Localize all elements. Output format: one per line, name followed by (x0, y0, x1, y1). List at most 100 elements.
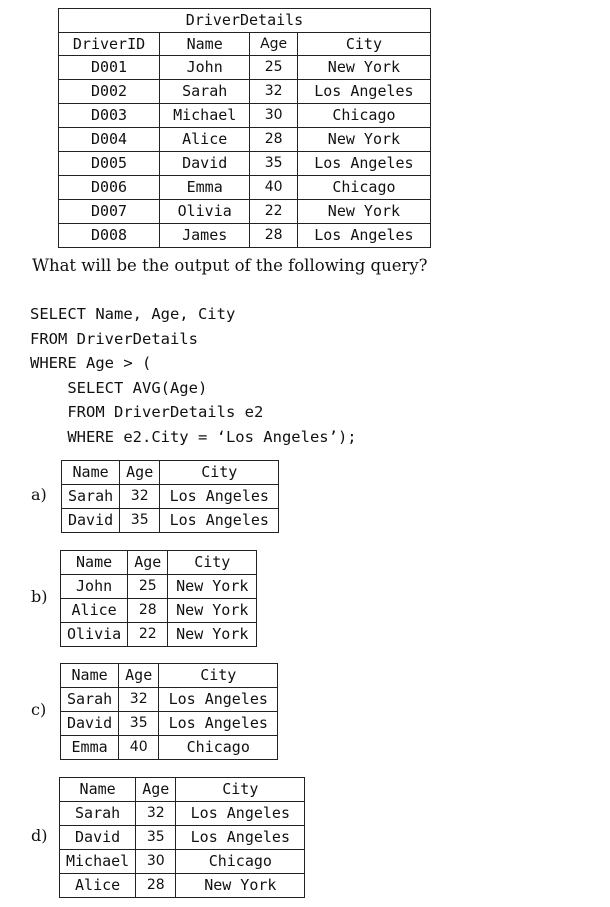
table-cell: New York (167, 574, 258, 599)
table-row: Alice 28 New York (58, 873, 306, 898)
table-header-row: Name Age City (59, 550, 258, 575)
table-cell: Chicago (158, 735, 279, 760)
option-d-table: Name Age City Sarah 32 Los Angeles David… (58, 777, 306, 898)
sql-line: FROM DriverDetails e2 (30, 403, 264, 421)
table-cell: David (58, 825, 137, 850)
table-cell: Olivia (59, 622, 129, 647)
table-cell: New York (296, 199, 432, 224)
table-cell: Los Angeles (159, 508, 280, 533)
table-cell: 40 (118, 735, 160, 760)
table-cell: David (60, 508, 121, 533)
table-cell: David (159, 151, 251, 176)
table-cell: 35 (118, 711, 160, 736)
table-cell: D005 (57, 151, 161, 176)
option-letter: a) (31, 485, 47, 504)
table-row: John 25 New York (59, 574, 258, 599)
sql-line: SELECT Name, Age, City (30, 305, 236, 323)
table-header-row: Name Age City (58, 777, 306, 802)
table-cell: D006 (57, 175, 161, 200)
sql-line: WHERE Age > ( (30, 354, 152, 372)
table-row: David 35 Los Angeles (60, 508, 280, 533)
table-cell: New York (167, 622, 258, 647)
table-row: D006 Emma 40 Chicago (57, 175, 432, 200)
table-row: Sarah 32 Los Angeles (60, 484, 280, 509)
table-cell: Los Angeles (175, 825, 306, 850)
table-cell: Los Angeles (296, 79, 432, 104)
table-cell: 40 (249, 175, 298, 200)
table-caption: DriverDetails (58, 8, 431, 33)
table-cell: Los Angeles (159, 484, 280, 509)
table-cell: Chicago (175, 849, 306, 874)
table-cell: Sarah (60, 484, 121, 509)
option-b-table: Name Age City John 25 New York Alice 28 … (59, 550, 258, 647)
option-c-table: Name Age City Sarah 32 Los Angeles David… (59, 663, 279, 760)
table-cell: Chicago (296, 175, 432, 200)
table-cell: Emma (59, 735, 120, 760)
table-cell: New York (296, 55, 432, 80)
column-header: City (296, 32, 432, 56)
table-cell: Emma (159, 175, 251, 200)
table-cell: 32 (135, 801, 177, 826)
table-cell: Alice (59, 598, 129, 623)
table-row: Sarah 32 Los Angeles (59, 687, 279, 712)
table-cell: New York (175, 873, 306, 898)
column-header: City (175, 777, 306, 802)
table-cell: D003 (57, 103, 161, 128)
table-cell: Los Angeles (296, 151, 432, 176)
table-cell: 30 (135, 849, 177, 874)
table-cell: 32 (249, 79, 298, 104)
table-cell: 32 (118, 687, 160, 712)
option-letter: c) (31, 700, 47, 719)
table-row: David 35 Los Angeles (59, 711, 279, 736)
option-letter: d) (31, 826, 48, 845)
table-row: D001 John 25 New York (57, 55, 432, 80)
table-row: Emma 40 Chicago (59, 735, 279, 760)
table-cell: Los Angeles (158, 687, 279, 712)
table-cell: 28 (127, 598, 169, 623)
table-row: David 35 Los Angeles (58, 825, 306, 850)
table-cell: John (159, 55, 251, 80)
table-cell: Olivia (159, 199, 251, 224)
driver-details-table: DriverDetails DriverID Name Age City D00… (57, 8, 432, 248)
column-header: Age (119, 460, 161, 485)
table-cell: Michael (58, 849, 137, 874)
table-row: D007 Olivia 22 New York (57, 199, 432, 224)
table-cell: 28 (135, 873, 177, 898)
table-cell: Los Angeles (175, 801, 306, 826)
table-header-row: DriverID Name Age City (57, 32, 432, 56)
table-cell: 22 (249, 199, 298, 224)
sql-query: SELECT Name, Age, City FROM DriverDetail… (30, 302, 357, 449)
table-row: D004 Alice 28 New York (57, 127, 432, 152)
table-cell: 35 (249, 151, 298, 176)
column-header: Name (59, 550, 129, 575)
sql-line: WHERE e2.City = ‘Los Angeles’); (30, 427, 357, 446)
table-cell: Los Angeles (158, 711, 279, 736)
table-row: D003 Michael 30 Chicago (57, 103, 432, 128)
table-cell: 25 (127, 574, 169, 599)
table-header-row: Name Age City (60, 460, 280, 485)
table-row: D005 David 35 Los Angeles (57, 151, 432, 176)
column-header: Name (59, 663, 120, 688)
table-cell: Sarah (58, 801, 137, 826)
column-header: City (159, 460, 280, 485)
table-cell: Sarah (159, 79, 251, 104)
table-cell: James (159, 223, 251, 248)
table-row: D002 Sarah 32 Los Angeles (57, 79, 432, 104)
table-cell: New York (167, 598, 258, 623)
table-cell: Chicago (296, 103, 432, 128)
column-header: DriverID (57, 32, 161, 56)
table-cell: 28 (249, 127, 298, 152)
table-cell: 30 (249, 103, 298, 128)
sql-line: FROM DriverDetails (30, 329, 198, 348)
column-header: Age (135, 777, 177, 802)
column-header: Age (127, 550, 169, 575)
table-cell: D007 (57, 199, 161, 224)
table-cell: 28 (249, 223, 298, 248)
table-cell: Alice (159, 127, 251, 152)
table-cell: Alice (58, 873, 137, 898)
column-header: Age (118, 663, 160, 688)
table-cell: 25 (249, 55, 298, 80)
table-cell: D008 (57, 223, 161, 248)
table-header-row: Name Age City (59, 663, 279, 688)
table-cell: 35 (135, 825, 177, 850)
